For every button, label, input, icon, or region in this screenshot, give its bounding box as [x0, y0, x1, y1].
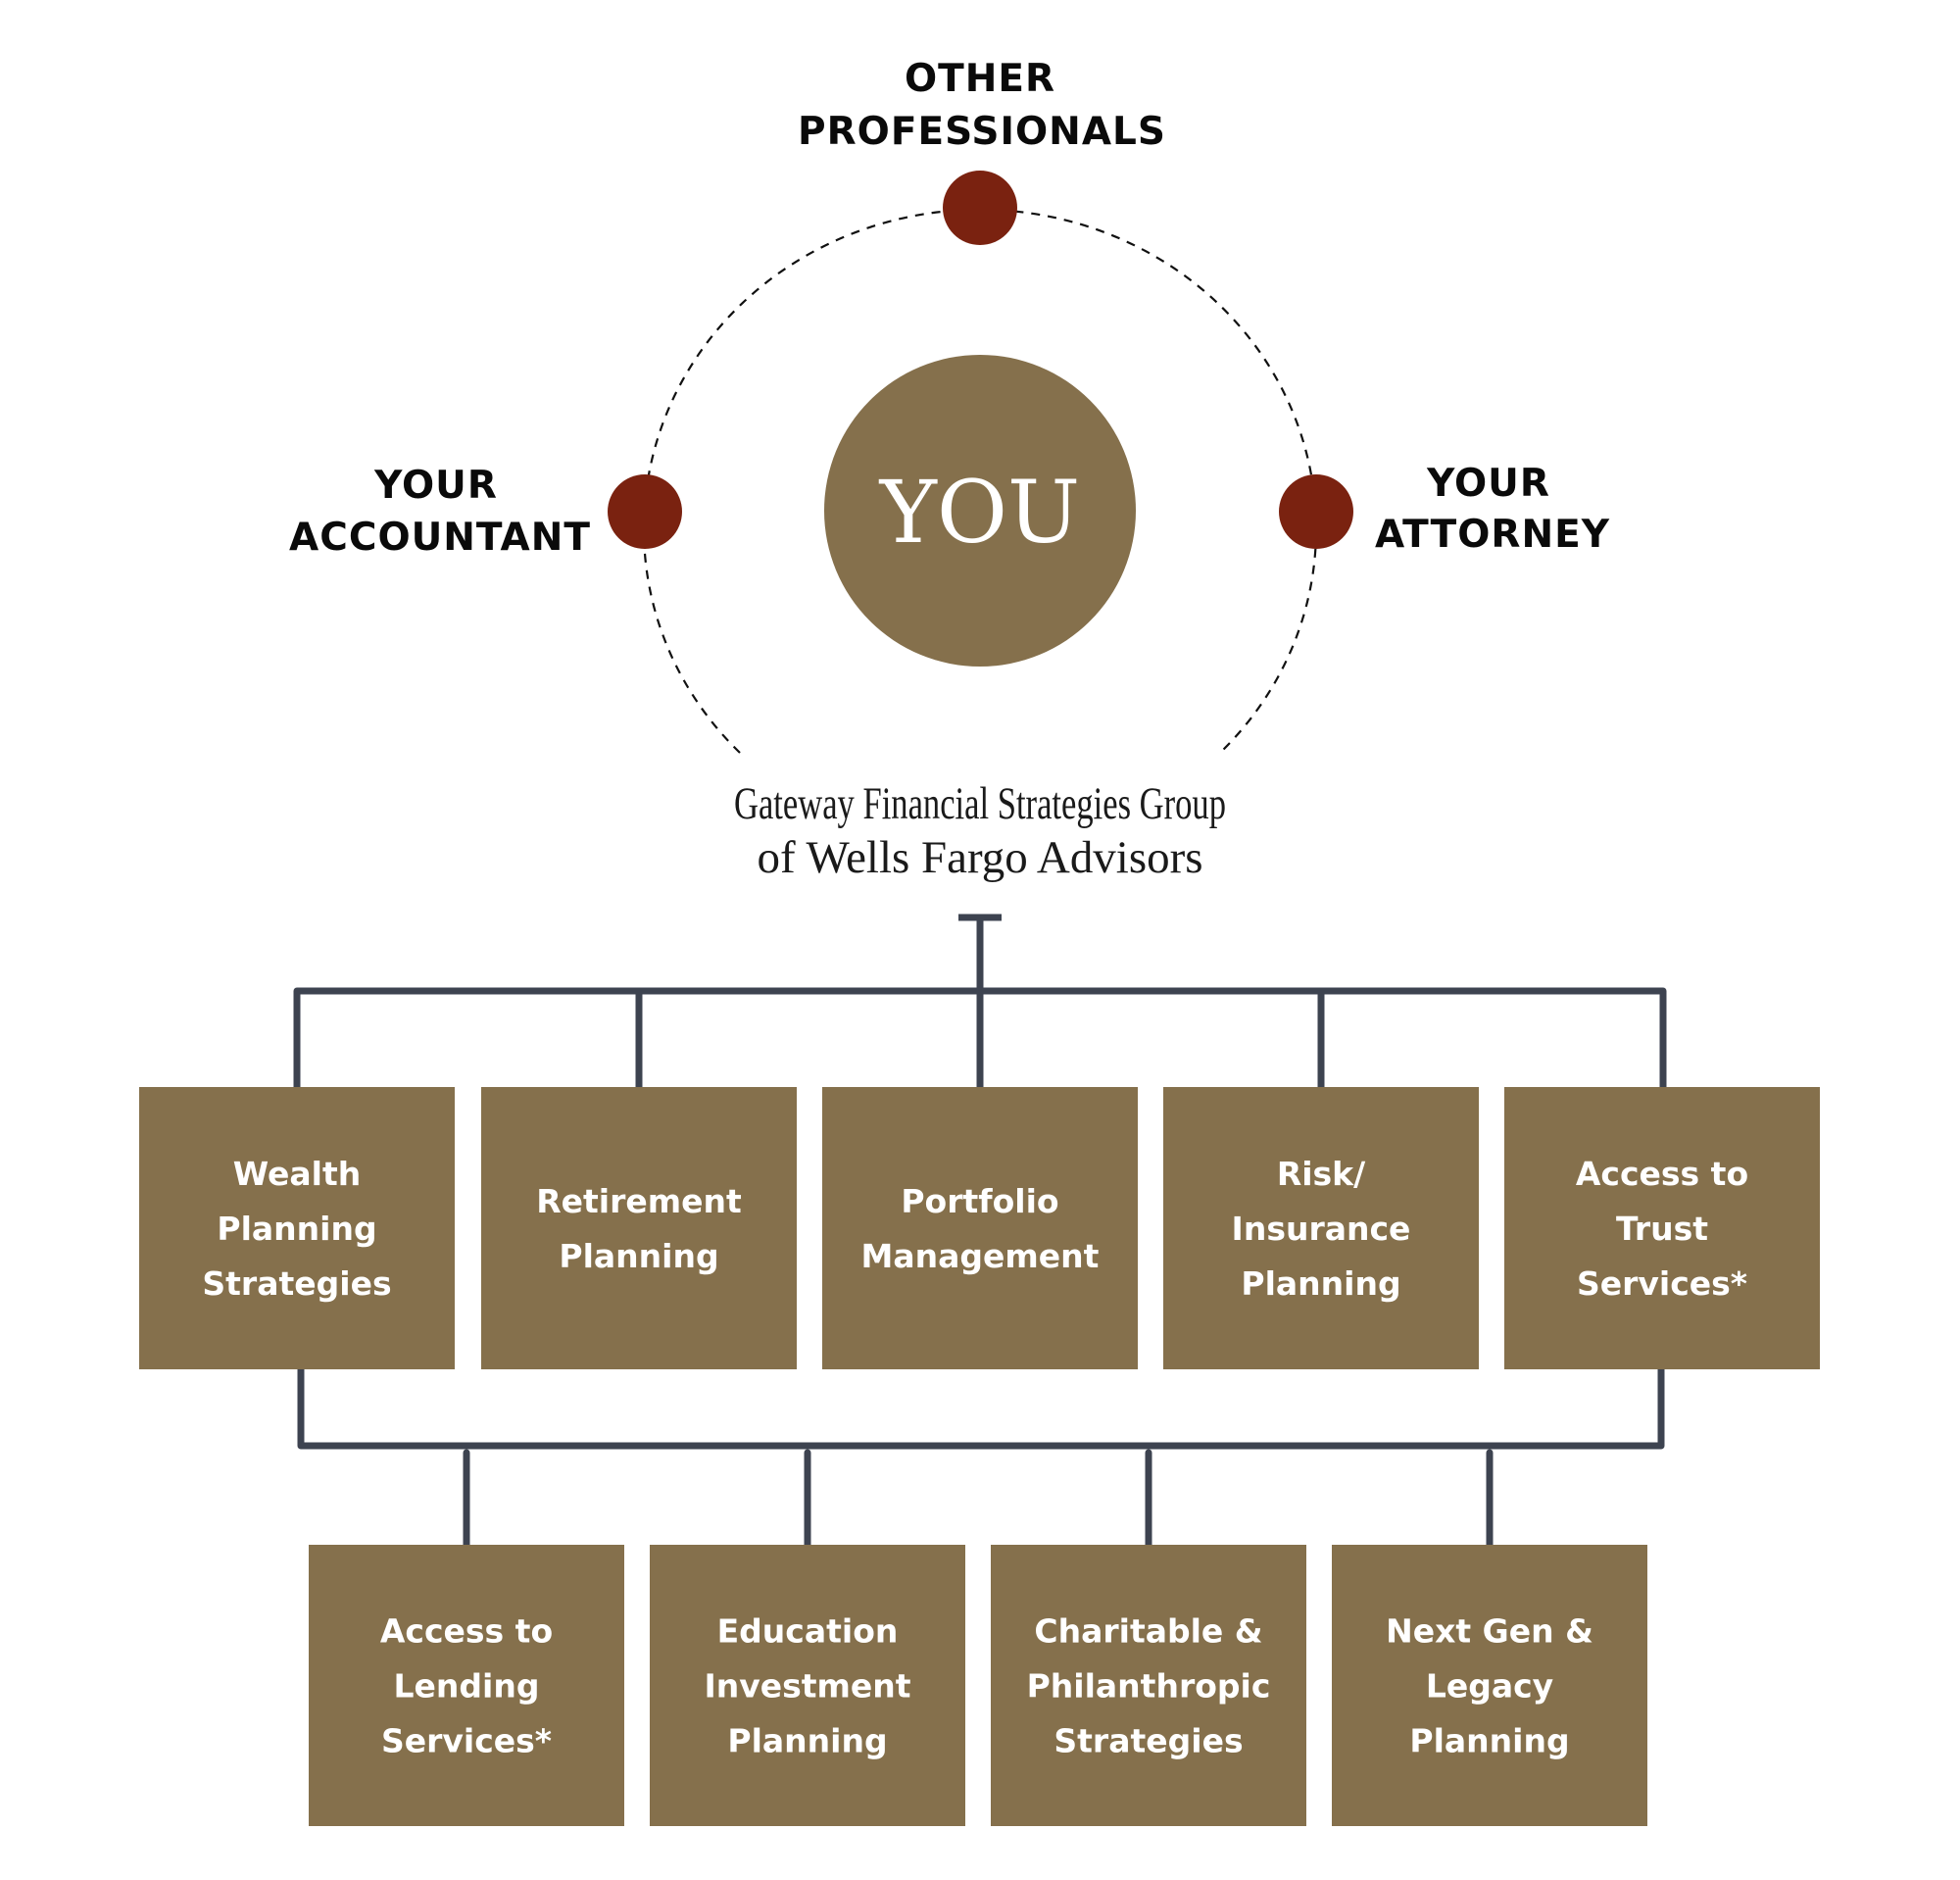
- organization-name-line1: Gateway Financial Strategies Group: [734, 778, 1226, 829]
- service-box-background: [139, 1087, 455, 1369]
- service-box-label-line: Wealth: [233, 1155, 361, 1193]
- service-box-label-line: Planning: [217, 1210, 376, 1248]
- services-top-row: WealthPlanningStrategiesRetirementPlanni…: [139, 1087, 1820, 1369]
- top-bracket-horizontal: [293, 987, 1667, 1091]
- service-box-label-line: Charitable &: [1034, 1612, 1262, 1651]
- service-box-label-line: Education: [717, 1612, 899, 1651]
- service-box-background: [1332, 1545, 1647, 1826]
- service-box-label-line: Strategies: [202, 1264, 391, 1303]
- service-box-label-line: Planning: [1241, 1264, 1400, 1303]
- your-attorney-dot: [1279, 474, 1353, 549]
- service-box-background: [1504, 1087, 1820, 1369]
- service-box-label-line: Retirement: [536, 1182, 742, 1220]
- your-accountant-dot: [608, 474, 682, 549]
- service-box-label-line: Access to: [380, 1612, 553, 1651]
- service-box-label-line: Services*: [1577, 1264, 1747, 1303]
- service-box-label-line: Risk/: [1277, 1155, 1366, 1193]
- connector-lines: [293, 914, 1667, 1549]
- your-attorney-label-line1: YOUR: [1426, 462, 1550, 506]
- you-circle: [824, 355, 1136, 667]
- service-box-background: [991, 1545, 1306, 1826]
- your-accountant-label-line2: ACCOUNTANT: [289, 516, 591, 560]
- service-box-label-line: Management: [861, 1237, 1100, 1275]
- service-box-label-line: Strategies: [1054, 1722, 1243, 1760]
- service-box-label-line: Legacy: [1426, 1667, 1553, 1706]
- you-label: YOU: [879, 462, 1080, 563]
- service-box-background: [1163, 1087, 1479, 1369]
- your-accountant-label-line1: YOUR: [373, 464, 498, 508]
- service-box-background: [309, 1545, 624, 1826]
- service-box-label-line: Planning: [559, 1237, 718, 1275]
- your-attorney-label-line2: ATTORNEY: [1375, 513, 1610, 557]
- service-box-label-line: Philanthropic: [1027, 1667, 1271, 1706]
- service-box-label-line: Services*: [381, 1722, 552, 1760]
- other-professionals-dot: [943, 171, 1017, 245]
- service-box-label-line: Planning: [727, 1722, 887, 1760]
- other-professionals-label-line2: PROFESSIONALS: [798, 110, 1166, 154]
- other-professionals-label-line1: OTHER: [905, 57, 1055, 101]
- service-box-label-line: Lending: [394, 1667, 540, 1706]
- service-box-background: [822, 1087, 1138, 1369]
- service-box-label-line: Portfolio: [901, 1182, 1058, 1220]
- service-box-label-line: Investment: [704, 1667, 910, 1706]
- service-box-background: [481, 1087, 797, 1369]
- service-box-label-line: Planning: [1409, 1722, 1569, 1760]
- service-box-label-line: Trust: [1616, 1210, 1708, 1248]
- organization-name-line2: of Wells Fargo Advisors: [758, 832, 1203, 883]
- service-box-label-line: Insurance: [1232, 1210, 1411, 1248]
- bottom-bracket: [297, 1365, 1665, 1450]
- service-box-background: [650, 1545, 965, 1826]
- service-box-label-line: Next Gen &: [1386, 1612, 1593, 1651]
- service-box-label-line: Access to: [1576, 1155, 1748, 1193]
